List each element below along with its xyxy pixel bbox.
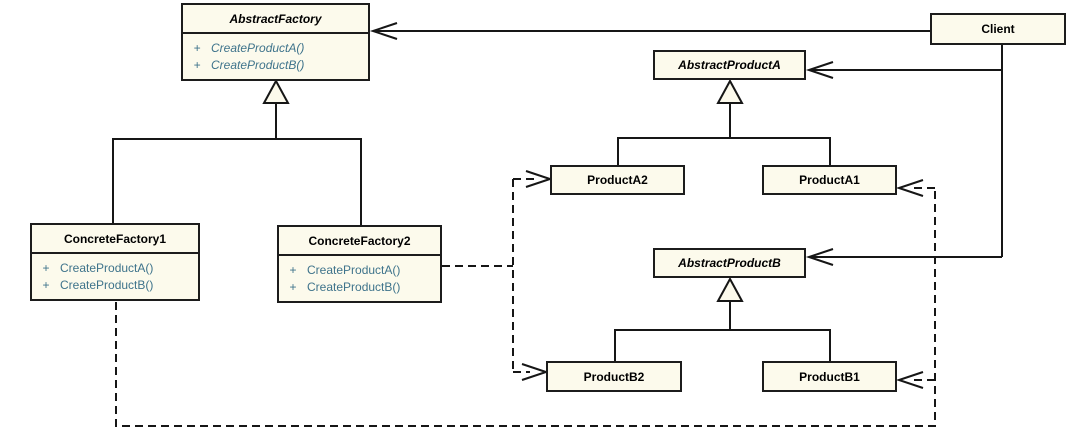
dependency-factory2-products [442, 170, 554, 381]
class-box-abstract-product-a: AbstractProductA [653, 50, 806, 80]
class-methods: + CreateProductA() + CreateProductB() [279, 254, 440, 301]
class-box-abstract-factory: AbstractFactory + CreateProductA() + Cre… [181, 3, 370, 81]
generalization-triangle-icon [716, 276, 744, 302]
open-arrowhead-icon [895, 179, 924, 197]
class-title: AbstractFactory [229, 12, 322, 26]
method-row: + CreateProductB() [42, 278, 154, 292]
class-box-client: Client [930, 13, 1066, 45]
method-row: + CreateProductB() [193, 58, 305, 72]
class-box-concrete-factory2: ConcreteFactory2 + CreateProductA() + Cr… [277, 225, 442, 303]
class-box-product-b2: ProductB2 [546, 361, 682, 392]
open-arrowhead-icon [805, 61, 834, 79]
class-title: ConcreteFactory2 [308, 234, 411, 248]
association-client-abstractfactory [369, 22, 930, 40]
class-title: ProductA2 [587, 173, 648, 187]
dependency-factory1-products [115, 179, 936, 427]
method-row: + CreateProductA() [42, 261, 154, 275]
class-title: ProductB2 [583, 369, 645, 384]
class-title: Client [981, 22, 1015, 36]
open-arrowhead-icon [895, 371, 924, 389]
class-box-concrete-factory1: ConcreteFactory1 + CreateProductA() + Cr… [30, 223, 200, 301]
association-client-abstractproducts [805, 45, 1003, 266]
open-arrowhead-icon [805, 248, 834, 266]
class-box-product-b1: ProductB1 [762, 361, 897, 392]
method-row: + CreateProductA() [289, 263, 401, 277]
generalization-factories [112, 78, 362, 225]
generalization-products-b [614, 276, 831, 361]
open-arrowhead-icon [369, 22, 398, 40]
class-title: AbstractProductB [678, 256, 781, 270]
class-box-abstract-product-b: AbstractProductB [653, 248, 806, 278]
class-title: ConcreteFactory1 [63, 232, 167, 246]
class-box-product-a1: ProductA1 [762, 165, 897, 195]
open-arrowhead-icon [521, 363, 550, 381]
generalization-triangle-icon [716, 78, 744, 104]
class-box-product-a2: ProductA2 [550, 165, 685, 195]
generalization-products-a [617, 78, 831, 165]
class-title: ProductA1 [799, 173, 860, 187]
method-row: + CreateProductA() [193, 41, 305, 55]
generalization-triangle-icon [262, 78, 290, 104]
class-methods: + CreateProductA() + CreateProductB() [183, 32, 368, 79]
class-methods: + CreateProductA() + CreateProductB() [32, 252, 198, 299]
class-title: ProductB1 [799, 369, 860, 384]
class-title: AbstractProductA [678, 58, 781, 72]
method-row: + CreateProductB() [289, 280, 401, 294]
